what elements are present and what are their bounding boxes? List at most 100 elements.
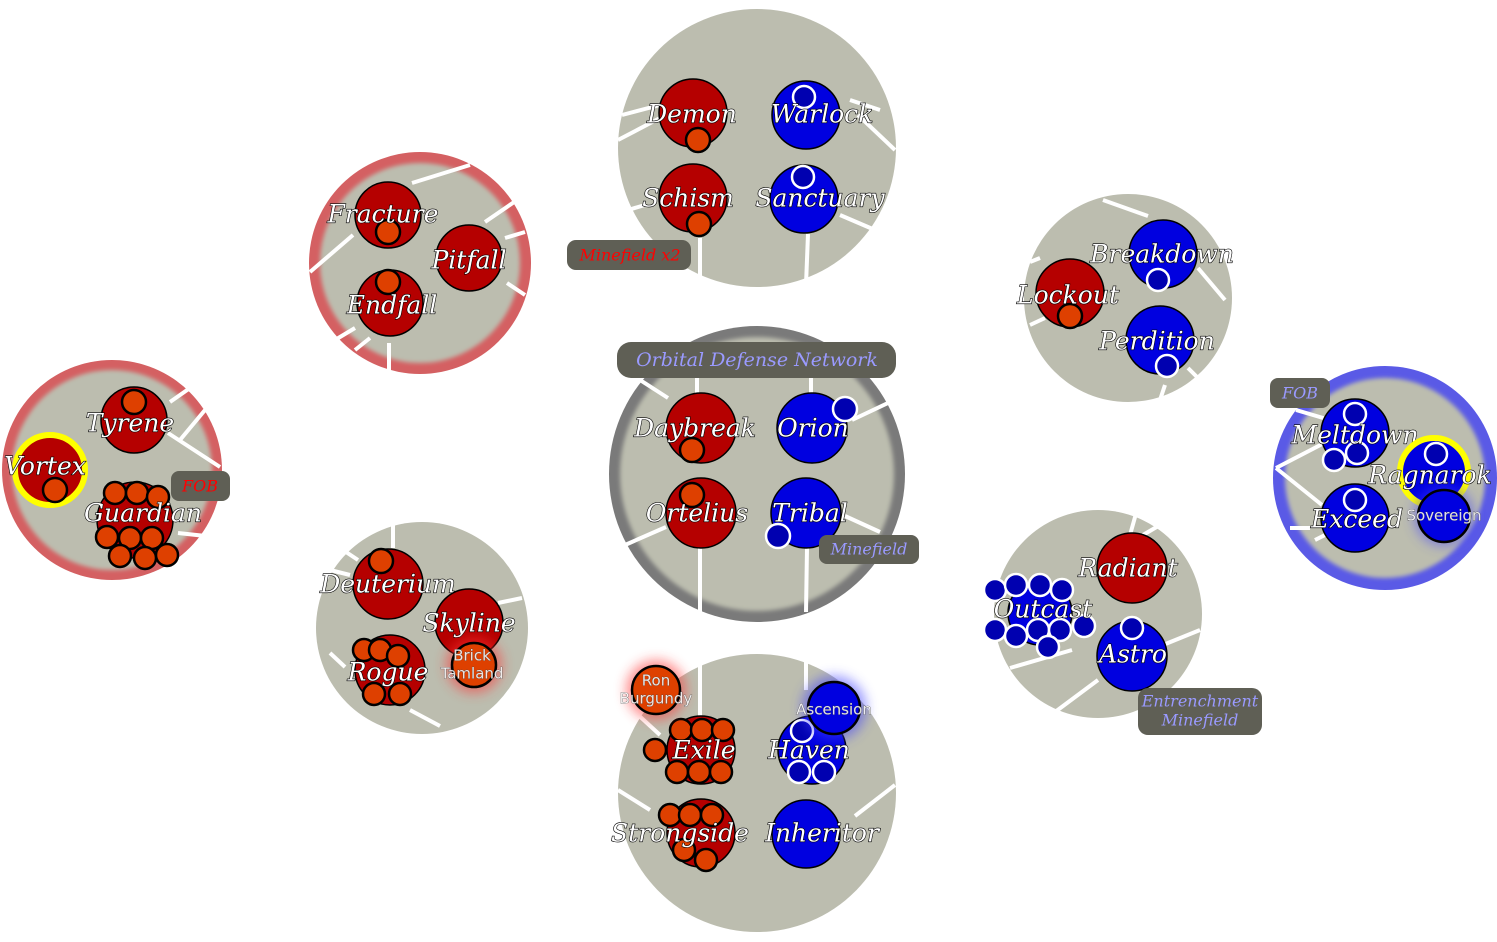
system-astro[interactable]: Astro [1096,615,1168,692]
unit-marker [685,210,713,238]
svg-text:FOB: FOB [181,477,218,496]
system-label: Exile [671,736,735,765]
unit-marker [764,522,792,550]
system-label: Skyline [422,609,515,638]
badge-minefield-blue: Minefield [819,535,919,564]
squad-label-line1: Brick [453,647,491,665]
system-label: Inheritor [764,819,881,848]
lane-lines [308,163,527,370]
unit-marker [1423,441,1449,467]
system-ortelius[interactable]: Ortelius [645,477,749,549]
unit-marker [791,84,817,110]
unit-stack [642,717,736,785]
system-rogue[interactable]: Rogue [346,634,429,707]
system-guardian[interactable]: Guardian [83,480,203,571]
lane-lines [624,376,891,613]
sector-west[interactable]: Tyrene Vortex Guardian FOB [2,360,230,580]
unit-marker [1342,487,1368,513]
unit-marker [684,126,712,154]
unit-marker [1145,267,1171,293]
system-label: Demon [646,100,737,129]
system-label: Outcast [994,595,1093,624]
sector-southwest[interactable]: Deuterium Skyline Rogue Brick Tamland [316,522,528,734]
sector-north[interactable]: Demon Warlock Schism Sanctuary Minefield… [567,9,897,287]
system-pitfall[interactable]: Pitfall [430,224,507,292]
system-lockout[interactable]: Lockout [1015,258,1121,330]
system-warlock[interactable]: Warlock [770,80,874,150]
unit-marker [1056,302,1084,330]
system-daybreak[interactable]: Daybreak [632,392,757,464]
system-label: Ortelius [646,499,748,528]
system-label: Pitfall [430,246,506,275]
sector-east[interactable]: Meltdown Ragnarok Exceed Sovereign FOB [1270,366,1497,590]
system-exile[interactable]: Exile [642,715,736,785]
system-label: Sanctuary [755,184,885,213]
system-breakdown[interactable]: Breakdown [1089,219,1234,293]
system-tribal[interactable]: Tribal [764,477,848,550]
system-label: Radiant [1077,554,1178,583]
system-tyrene[interactable]: Tyrene [85,386,175,454]
sector-center[interactable]: Daybreak Orion Ortelius Tribal Orbital D… [609,326,919,622]
sector-northeast[interactable]: Breakdown Lockout Perdition [1015,194,1234,402]
system-label: Astro [1097,640,1167,669]
squad-ascension[interactable]: Ascension [796,676,872,740]
system-label: Warlock [771,100,874,129]
system-label: Daybreak [633,414,756,443]
system-deuterium[interactable]: Deuterium [319,547,456,620]
lane-lines [616,660,897,818]
squad-ron-burgundy[interactable]: Ron Burgundy [619,660,693,720]
system-outcast[interactable]: Outcast [982,572,1097,660]
lane-lines [1029,198,1227,401]
system-label: Endfall [346,291,438,320]
unit-marker [831,395,859,423]
lane-lines [328,523,523,728]
unit-marker [367,547,395,575]
system-label: Haven [767,736,850,765]
squad-label-line2: Tamland [440,665,504,683]
squad-label-line1: Ron [642,672,670,690]
system-sanctuary[interactable]: Sanctuary [755,164,886,234]
squad-label: Sovereign [1406,507,1481,525]
svg-text:Minefield: Minefield [1161,711,1239,730]
system-label: Ragnarok [1367,461,1491,490]
squad-marker [450,641,498,689]
system-radiant[interactable]: Radiant [1077,532,1179,604]
squad-sovereign[interactable]: Sovereign [1406,486,1482,546]
unit-marker [1154,353,1180,379]
lane-lines [166,386,222,539]
system-demon[interactable]: Demon [646,78,737,154]
system-inheritor[interactable]: Inheritor [763,799,882,869]
unit-marker [678,481,706,509]
system-fracture[interactable]: Fracture [326,181,439,249]
system-label: Orion [777,414,849,443]
system-orion[interactable]: Orion [776,392,859,464]
unit-stack [351,637,413,707]
system-meltdown[interactable]: Meltdown [1290,398,1419,473]
system-label: Vortex [4,452,86,481]
system-perdition[interactable]: Perdition [1098,305,1215,379]
svg-text:Minefield: Minefield [830,540,908,559]
squad-brick-tamland[interactable]: Brick Tamland [439,637,504,693]
sector-northwest[interactable]: Fracture Pitfall Endfall [308,152,531,374]
badge-minefield-x2: Minefield x2 [567,240,691,270]
svg-text:FOB: FOB [1281,384,1318,403]
squad-marker [630,664,682,716]
system-exceed[interactable]: Exceed [1309,483,1404,553]
sector-southeast[interactable]: Radiant Outcast Astro Entrenchment Minef… [982,509,1262,735]
badge-orbital-defense-network: Orbital Defense Network [617,342,896,378]
sector-south[interactable]: Exile Haven Strongside Inheritor Ron Bur [610,654,897,932]
unit-stack [982,572,1097,660]
unit-marker [1119,615,1145,641]
badge-fob-blue: FOB [1270,378,1330,408]
system-endfall[interactable]: Endfall [345,268,438,337]
unit-marker [374,218,402,246]
unit-marker [120,388,148,416]
unit-marker [374,268,402,296]
lane-lines [617,98,897,286]
system-schism[interactable]: Schism [642,163,734,238]
system-label: Schism [642,184,734,213]
system-vortex[interactable]: Vortex [4,432,88,508]
unit-stack [94,480,180,571]
system-strongside[interactable]: Strongside [610,798,750,873]
